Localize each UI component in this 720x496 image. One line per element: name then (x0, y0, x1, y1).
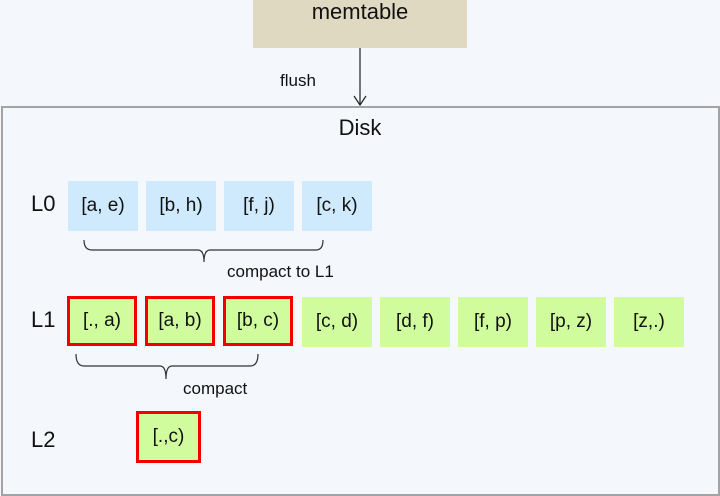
level-label-l1: L1 (31, 307, 56, 332)
memtable-label: memtable (311, 0, 409, 24)
flush-label: flush (280, 71, 316, 90)
disk-title: Disk (338, 115, 382, 140)
sstable-l0: [a, e) (68, 181, 138, 231)
sstable-l1-selected: [b, c) (223, 296, 293, 346)
compact-l1-brace (75, 353, 259, 380)
sstable-l1: [c, d) (302, 297, 372, 347)
sstable-l1: [p, z) (536, 297, 606, 347)
disk-container (1, 106, 720, 496)
sstable-l1: [f, p) (458, 297, 528, 347)
level-label-l2: L2 (31, 427, 56, 452)
compact-to-l1-label: compact to L1 (227, 262, 334, 281)
sstable-l1: [z,.) (614, 297, 684, 347)
sstable-l2-output: [.,c) (136, 411, 201, 463)
sstable-l1-selected: [., a) (67, 296, 137, 346)
compact-label: compact (183, 379, 248, 398)
compact-l0-brace (83, 239, 324, 263)
sstable-l0: [f, j) (224, 181, 294, 231)
flush-arrow (353, 48, 367, 107)
sstable-l1-selected: [a, b) (145, 296, 215, 346)
level-label-l0: L0 (31, 191, 56, 216)
sstable-l0: [b, h) (146, 181, 216, 231)
sstable-l1: [d, f) (380, 297, 450, 347)
sstable-l0: [c, k) (302, 181, 372, 231)
memtable-box: memtable (253, 0, 467, 48)
